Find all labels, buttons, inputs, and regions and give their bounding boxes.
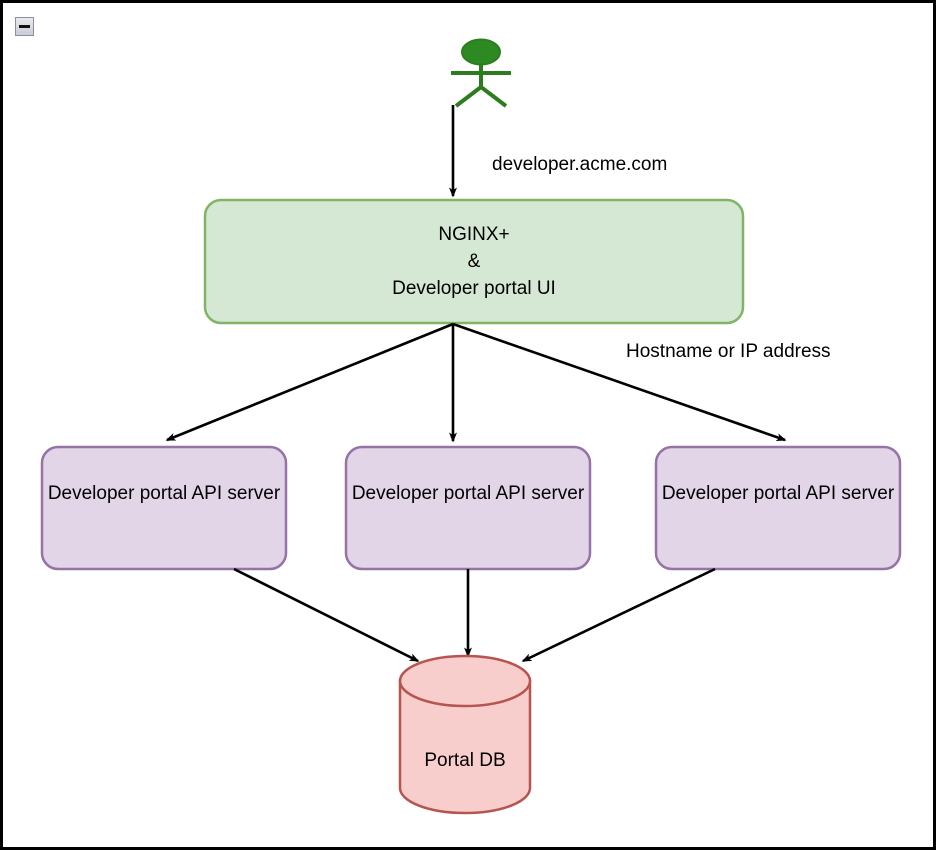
edge-label-developer-acme-com: developer.acme.com	[492, 154, 668, 175]
diagram-graphics	[40, 38, 902, 815]
node-api-server-1[interactable]	[40, 445, 288, 571]
user-actor	[451, 38, 511, 108]
node-api-server-3[interactable]	[654, 445, 902, 571]
edge-nginx-to-api-3	[452, 322, 787, 442]
node-portal-db[interactable]	[398, 654, 532, 815]
node-nginx-ui[interactable]	[203, 198, 745, 325]
edge-label-hostname-or-ip: Hostname or IP address	[626, 341, 831, 362]
edge-nginx-to-api-1	[165, 322, 454, 442]
edge-api-1-to-db	[233, 567, 420, 663]
collapse-button[interactable]	[15, 17, 34, 36]
edge-api-3-to-db	[521, 567, 716, 663]
minus-icon	[19, 25, 30, 28]
node-api-server-2[interactable]	[344, 445, 592, 571]
